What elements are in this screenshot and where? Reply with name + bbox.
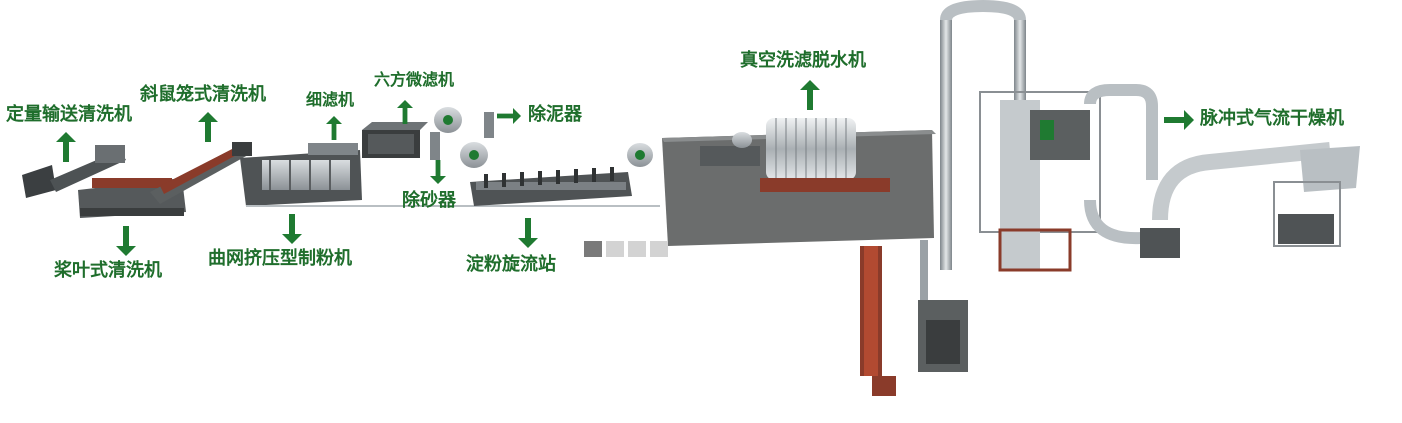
label-pulse-dryer: 脉冲式气流干燥机 (1200, 108, 1344, 129)
label-vacuum-dewater: 真空洗滤脱水机 (740, 50, 866, 71)
arrow-up-hex-filter (397, 100, 413, 124)
pulse-dryer-drawing (940, 0, 1360, 272)
cage-washer-drawing (150, 142, 252, 204)
arrow-down-cyclone-station (518, 218, 538, 248)
arrow-down-mesh-press (282, 214, 302, 244)
pager (584, 241, 670, 259)
label-cage-washer: 斜鼠笼式清洗机 (140, 84, 266, 105)
label-mesh-press: 曲网挤压型制粉机 (208, 248, 352, 269)
label-paddle-washer: 桨叶式清洗机 (54, 260, 162, 281)
label-hex-filter: 六方微滤机 (374, 70, 455, 89)
cyclone-station-drawing (470, 143, 653, 206)
arrow-up-quant-washer (56, 132, 76, 162)
arrow-up-cage-washer (198, 112, 218, 142)
mesh-press-drawing (240, 143, 660, 207)
arrow-right-mud-remover (497, 108, 521, 124)
pager-dot-4[interactable] (650, 241, 668, 257)
label-sand-remover: 除砂器 (402, 190, 456, 211)
arrow-up-vacuum-dewater (800, 80, 820, 110)
arrow-right-pulse-dryer (1164, 110, 1194, 130)
pager-dot-2[interactable] (606, 241, 624, 257)
label-cyclone-station: 淀粉旋流站 (466, 254, 556, 275)
label-quant-washer: 定量输送清洗机 (6, 104, 132, 125)
arrow-up-fine-filter (326, 116, 342, 140)
pager-dot-1[interactable] (584, 241, 602, 257)
vacuum-dewater-drawing (700, 118, 890, 192)
label-mud-remover: 除泥器 (528, 104, 582, 125)
arrow-down-sand-remover (430, 160, 446, 184)
label-fine-filter: 细滤机 (306, 90, 355, 109)
hex-filter-drawing (362, 122, 428, 158)
quant-conveyor-washer-drawing (22, 145, 186, 218)
arrow-down-paddle-washer (116, 226, 136, 256)
mud-sand-remover-drawing (430, 107, 494, 168)
pager-dot-3[interactable] (628, 241, 646, 257)
